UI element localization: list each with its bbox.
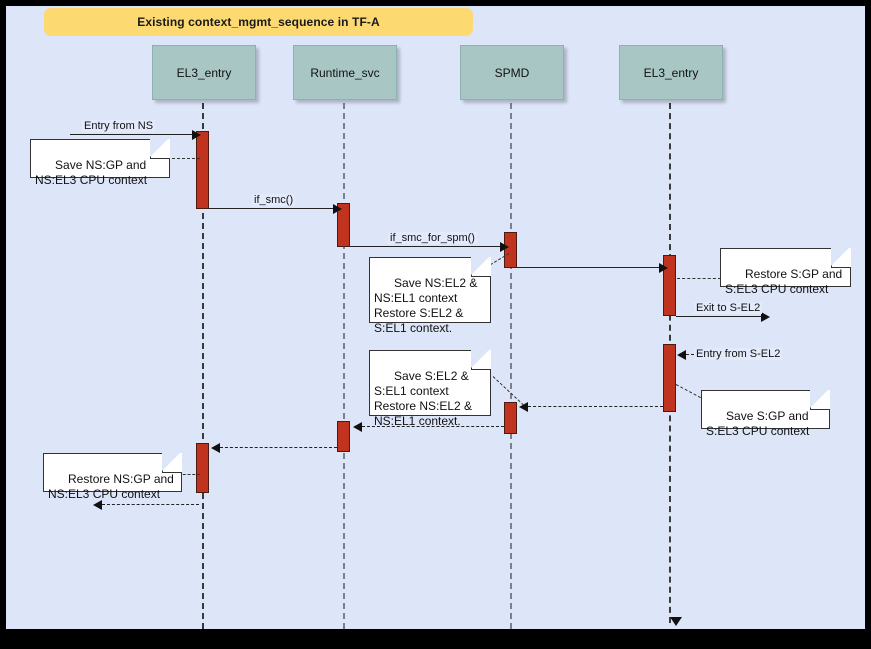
note-fold-corner: [810, 389, 830, 410]
message-label-if-smc: if_smc(): [252, 194, 296, 206]
note-save-ns-gp: Save NS:GP and NS:EL3 CPU context: [30, 138, 170, 187]
note-restore-s-gp: Restore S:GP and S:EL3 CPU context: [720, 247, 851, 296]
note-connector-1: [167, 158, 200, 159]
note-text: Save NS:EL2 & NS:EL1 context Restore S:E…: [374, 276, 478, 335]
lifeline-el3-entry-left: [202, 103, 204, 629]
message-line-if-smc: [209, 208, 336, 209]
arrow-head-lifeline-end-el3-entry-right: [670, 617, 682, 626]
note-restore-ns-gp: Restore NS:GP and NS:EL3 CPU context: [43, 452, 182, 501]
message-line-entry-from-ns: [70, 134, 195, 135]
activation-runtime-svc-1: [337, 203, 350, 247]
message-line-runtime-svc-to-el3-entry-left: [220, 447, 337, 448]
message-line-el3-entry-left-exit: [102, 504, 199, 505]
message-label-entry-from-s-el2: Entry from S-EL2: [694, 348, 783, 360]
activation-spmd-2: [504, 402, 517, 434]
activation-el3-entry-left-2: [196, 443, 209, 493]
arrow-head-entry-from-ns: [192, 129, 201, 140]
arrow-head-spmd-to-runtime-svc: [353, 421, 362, 432]
note-text: Save NS:GP and NS:EL3 CPU context: [35, 158, 148, 187]
note-fold-corner: [471, 256, 491, 277]
lifeline-label: Runtime_svc: [310, 65, 380, 80]
message-line-spmd-to-runtime-svc: [362, 426, 504, 427]
note-fold-corner: [162, 452, 182, 473]
message-line-if-smc-for-spm: [350, 246, 503, 247]
message-label-entry-from-ns: Entry from NS: [82, 120, 156, 132]
note-text: Restore NS:GP and NS:EL3 CPU context: [48, 472, 174, 501]
message-label-if-smc-for-spm: if_smc_for_spm(): [388, 232, 477, 244]
diagram-title-banner: Existing context_mgmt_sequence in TF-A: [44, 8, 473, 36]
lifeline-label: EL3_entry: [643, 65, 699, 80]
note-fold-corner: [831, 247, 851, 268]
lifeline-label: EL3_entry: [176, 65, 232, 80]
note-fold-corner: [471, 349, 491, 370]
activation-runtime-svc-2: [337, 421, 350, 452]
note-save-ns-el2: Save NS:EL2 & NS:EL1 context Restore S:E…: [369, 256, 491, 335]
arrow-head-if-smc-for-spm: [500, 241, 509, 252]
arrow-head-entry-from-s-el2: [677, 349, 686, 360]
message-line-el3-entry-right-to-spmd: [528, 406, 663, 407]
arrow-head-exit-to-s-el2: [761, 311, 770, 322]
lifeline-label: SPMD: [494, 65, 530, 80]
message-label-exit-to-s-el2: Exit to S-EL2: [694, 302, 763, 314]
page-title: Existing context_mgmt_sequence in TF-A: [137, 15, 380, 29]
lifeline-head-spmd[interactable]: SPMD: [460, 45, 564, 100]
arrow-head-runtime-svc-to-el3-entry-left: [211, 442, 220, 453]
lifeline-head-el3-entry-left[interactable]: EL3_entry: [152, 45, 256, 100]
diagram-canvas: Existing context_mgmt_sequence in TF-A E…: [6, 6, 865, 629]
note-text: Restore S:GP and S:EL3 CPU context: [725, 267, 843, 296]
note-save-s-gp: Save S:GP and S:EL3 CPU context: [701, 389, 830, 438]
activation-el3-entry-right-2: [663, 344, 676, 412]
activation-el3-entry-left-1: [196, 131, 209, 209]
arrow-head-if-smc: [333, 203, 342, 214]
arrow-head-el3-entry-left-exit: [93, 499, 102, 510]
note-connector-3: [677, 278, 721, 279]
lifeline-head-el3-entry-right[interactable]: EL3_entry: [619, 45, 723, 100]
message-line-exit-to-s-el2: [676, 316, 764, 317]
lifeline-runtime-svc: [343, 103, 345, 629]
note-text: Save S:EL2 & S:EL1 context Restore NS:EL…: [374, 369, 473, 428]
note-text: Save S:GP and S:EL3 CPU context: [706, 409, 810, 438]
lifeline-spmd: [510, 103, 512, 629]
note-connector-5: [675, 384, 701, 399]
arrow-head-el3-entry-right-to-spmd: [519, 401, 528, 412]
arrow-head-spmd-to-el3-entry-right: [659, 262, 668, 273]
note-fold-corner: [150, 138, 170, 159]
note-connector-6: [178, 474, 200, 475]
message-line-spmd-to-el3-entry-right: [517, 267, 662, 268]
lifeline-head-runtime-svc[interactable]: Runtime_svc: [293, 45, 397, 100]
note-save-s-el2: Save S:EL2 & S:EL1 context Restore NS:EL…: [369, 349, 491, 428]
